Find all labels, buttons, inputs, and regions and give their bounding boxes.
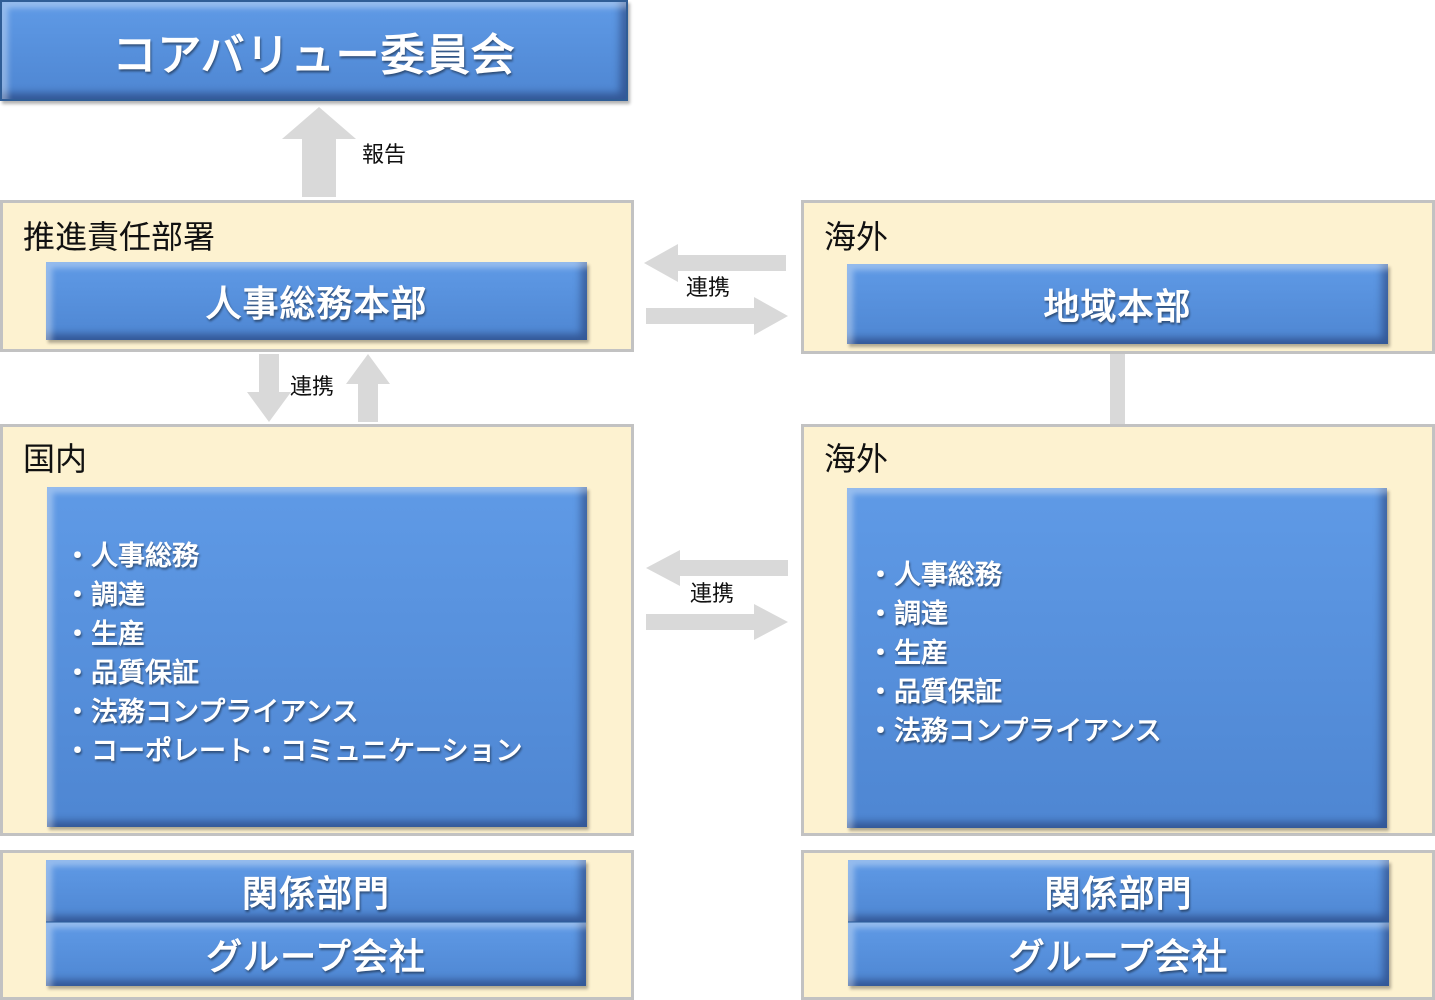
group-company-left-box: グループ会社 [46,922,586,986]
domestic-function-item: 生産 [64,615,522,654]
regional-hq-label: 地域本部 [1043,287,1192,328]
link-label-vertical: 連携 [290,375,335,400]
domestic-functions-box: 人事総務 調達 生産 品質保証 法務コンプライアンス コーポレート・コミュニケー… [47,487,587,827]
link-arrow-right-top [646,297,788,335]
title-label: コアバリュー委員会 [112,29,516,81]
domestic-function-item: 調達 [64,576,522,615]
link-label-mid: 連携 [690,582,735,607]
link-label-top: 連携 [686,276,731,301]
title-box: コアバリュー委員会 [0,0,628,101]
overseas-function-item: 生産 [867,634,1162,673]
overseas-function-item: 品質保証 [867,673,1162,712]
domestic-panel-heading: 国内 [23,440,88,478]
overseas-functions-list: 人事総務 調達 生産 品質保証 法務コンプライアンス [867,556,1162,751]
report-arrow-up [282,107,356,197]
overseas-function-item: 人事総務 [867,556,1162,595]
link-arrow-left-top [644,244,786,282]
regional-connector [1110,354,1125,425]
domestic-functions-list: 人事総務 調達 生産 品質保証 法務コンプライアンス コーポレート・コミュニケー… [64,537,522,771]
hr-general-affairs-label: 人事総務本部 [205,284,428,325]
group-company-right-label: グループ会社 [1008,937,1229,978]
report-label: 報告 [362,143,407,168]
domestic-function-item: 品質保証 [64,654,522,693]
hr-general-affairs-box: 人事総務本部 [46,262,587,340]
related-dept-right-box: 関係部門 [848,860,1389,922]
domestic-function-item: コーポレート・コミュニケーション [64,732,522,771]
related-dept-right-label: 関係部門 [1044,874,1193,915]
overseas-function-item: 法務コンプライアンス [867,712,1162,751]
regional-panel-heading: 海外 [824,218,889,256]
overseas-functions-box: 人事総務 調達 生産 品質保証 法務コンプライアンス [847,488,1387,828]
related-left-divider [46,921,586,923]
related-right-divider [848,921,1389,923]
link-arrow-right-mid [646,604,788,640]
link-arrow-down-left [247,354,291,422]
link-arrow-left-mid [646,550,788,586]
group-company-right-box: グループ会社 [848,922,1389,986]
related-dept-left-box: 関係部門 [46,860,586,922]
hq-panel-heading: 推進責任部署 [23,218,216,256]
overseas-panel-heading: 海外 [824,440,889,478]
regional-hq-box: 地域本部 [847,264,1388,344]
domestic-function-item: 法務コンプライアンス [64,693,522,732]
link-arrow-up-left [346,354,390,422]
group-company-left-label: グループ会社 [206,937,426,978]
overseas-function-item: 調達 [867,595,1162,634]
related-dept-left-label: 関係部門 [241,874,390,915]
domestic-function-item: 人事総務 [64,537,522,576]
